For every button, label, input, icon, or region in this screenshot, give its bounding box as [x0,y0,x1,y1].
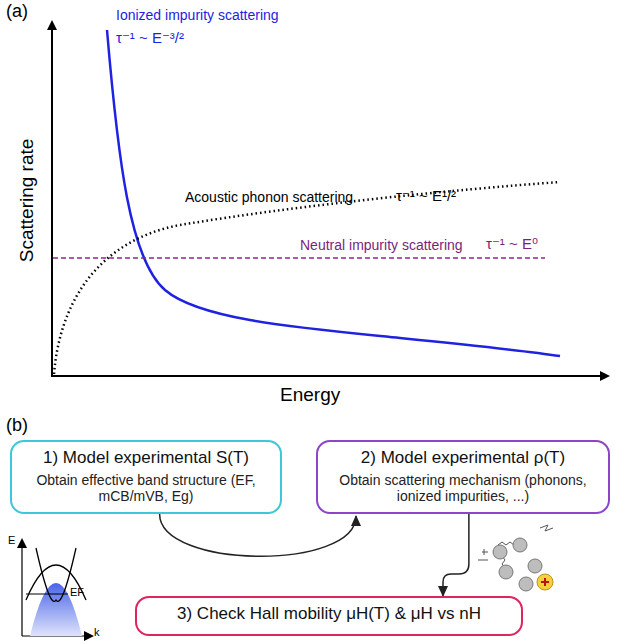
process-box: 3) Check Hall mobility μH(T) & μH vs nH [135,596,523,636]
box-title: 1) Model experimental S(T) [22,448,270,468]
flow-arrow [160,514,356,556]
axis-label: Scattering rate [18,138,39,262]
curve-label: Acoustic phonon scattering [185,190,353,205]
axis-label: k [94,626,100,638]
axis-label: E [8,534,15,546]
box-body: Obtain effective band structure (EF, mCB… [22,472,270,504]
rate-formula: τ⁻¹ ~ E⁰ [486,236,538,253]
rate-formula: τ⁻¹ ~ E⁻³/² [116,30,184,47]
band-sketch [22,540,92,636]
process-box: 2) Model experimental ρ(T) Obtain scatter… [316,440,610,514]
band-label: EF [70,586,84,598]
rate-formula: τ⁻¹ ~ E¹/² [396,188,456,205]
box-title: 2) Model experimental ρ(T) [328,448,598,468]
neutral-line [53,257,545,259]
ionized-curve [107,30,560,356]
box-title: 3) Check Hall mobility μH(T) & μH vs nH [147,604,511,624]
acoustic-curve [54,182,560,374]
panel-letter: (b) [6,416,28,436]
x-axis [51,375,608,377]
y-axis [51,22,53,376]
flow-arrow [443,514,469,596]
process-box: 1) Model experimental S(T) Obtain effecti… [10,440,282,514]
scattering-sketch [478,525,553,591]
axis-label: Energy [280,385,340,406]
curve-label: Ionized impurity scattering [116,8,279,23]
panel-letter: (a) [6,2,28,22]
curve-label: Neutral impurity scattering [300,238,463,253]
box-body: Obtain scattering mechanism (phonons, io… [328,472,598,504]
